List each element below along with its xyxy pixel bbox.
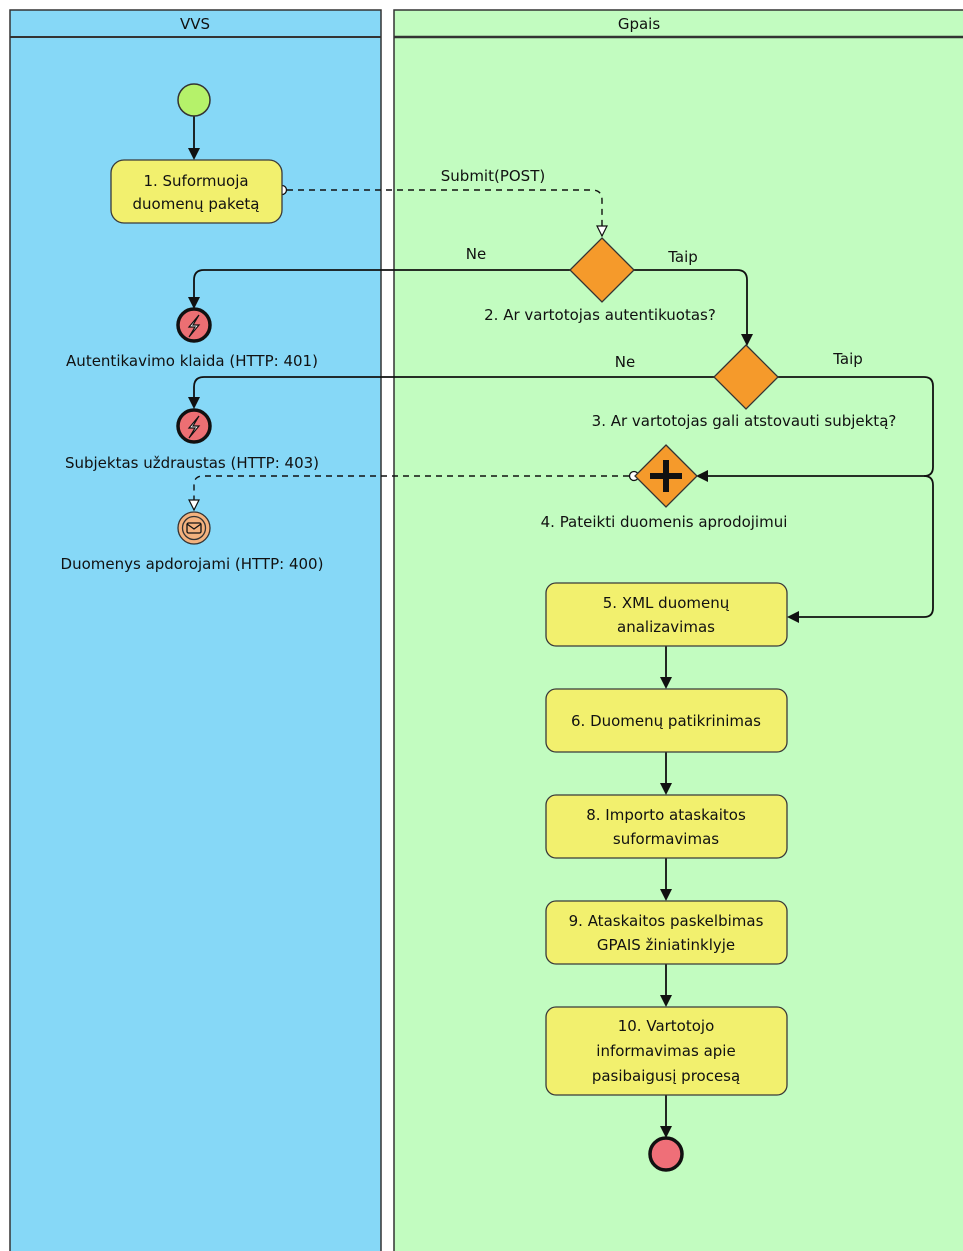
task-10[interactable]: 10. Vartotojo informavimas apie pasibaig…: [545, 1006, 788, 1096]
submit-post-label: Submit(POST): [441, 167, 545, 185]
gateway-3[interactable]: [713, 344, 779, 410]
lightning-icon: [187, 415, 201, 439]
lightning-icon: [187, 314, 201, 338]
g3-yes-label: Taip: [832, 350, 863, 368]
task-9-line-1: 9. Ataskaitos paskelbimas: [569, 912, 764, 930]
end-event[interactable]: [648, 1136, 684, 1172]
task-5[interactable]: 5. XML duomenų analizavimas: [545, 582, 788, 647]
gateway-4-label: 4. Pateikti duomenis aprodojimui: [541, 513, 788, 531]
gateway-3-label: 3. Ar vartotojas gali atstovauti subjekt…: [592, 412, 897, 430]
task-6-line-1: 6. Duomenų patikrinimas: [571, 712, 761, 730]
g3-no-label: Ne: [615, 353, 635, 371]
lane-vvs-title: VVS: [180, 15, 210, 33]
plus-icon: [650, 460, 682, 492]
task-8[interactable]: 8. Importo ataskaitos suformavimas: [545, 794, 788, 859]
task-10-line-2: informavimas apie: [596, 1042, 735, 1060]
gateway-2[interactable]: [569, 237, 635, 303]
task-1[interactable]: 1. Suformuoja duomenų paketą: [110, 159, 283, 224]
task-1-line-2: duomenų paketą: [133, 195, 260, 213]
error-end-event-401[interactable]: [176, 307, 212, 343]
g2-yes-label: Taip: [667, 248, 698, 266]
lane-gpais-title: Gpais: [618, 15, 661, 33]
message-flow-to-400: [194, 475, 629, 510]
flow-g2-no: [188, 269, 570, 309]
message-flow-submit: [287, 189, 602, 236]
gateway-2-label: 2. Ar vartotojas autentikuotas?: [484, 306, 716, 324]
flow-g4-to-task5: [787, 475, 934, 623]
task-10-line-3: pasibaigusį procesą: [592, 1067, 740, 1085]
gateway-4-parallel[interactable]: [634, 444, 698, 508]
task-5-line-1: 5. XML duomenų: [603, 594, 730, 612]
event-400-label: Duomenys apdorojami (HTTP: 400): [61, 555, 324, 573]
task-8-line-1: 8. Importo ataskaitos: [586, 806, 746, 824]
error-end-event-403[interactable]: [176, 408, 212, 444]
task-6[interactable]: 6. Duomenų patikrinimas: [545, 688, 788, 753]
flow-g3-no: [188, 376, 715, 409]
g2-no-label: Ne: [466, 245, 486, 263]
task-8-line-2: suformavimas: [613, 830, 719, 848]
flow-g3-yes: [696, 376, 934, 482]
start-event[interactable]: [177, 83, 211, 117]
task-5-line-2: analizavimas: [617, 618, 715, 636]
flow-g2-yes: [634, 269, 753, 346]
event-403-label: Subjektas uždraustas (HTTP: 403): [65, 454, 319, 472]
task-10-line-1: 10. Vartotojo: [618, 1017, 715, 1035]
event-401-label: Autentikavimo klaida (HTTP: 401): [66, 352, 318, 370]
task-1-line-1: 1. Suformuoja: [143, 172, 248, 190]
task-9[interactable]: 9. Ataskaitos paskelbimas GPAIS žiniatin…: [545, 900, 788, 965]
task-9-line-2: GPAIS žiniatinklyje: [597, 936, 735, 954]
envelope-icon: [186, 522, 202, 534]
message-event-400[interactable]: [177, 511, 211, 545]
